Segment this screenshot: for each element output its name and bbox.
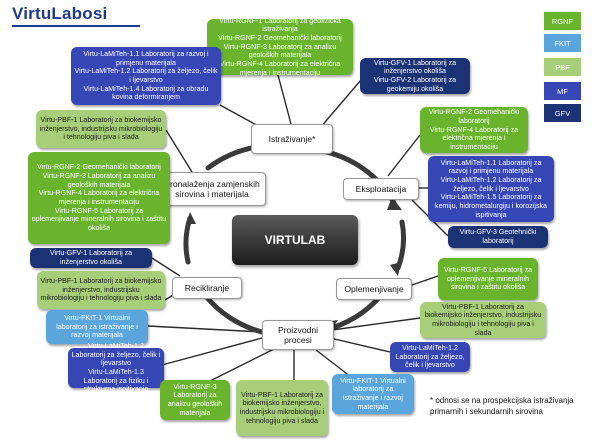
node-pronalazenje: Pronalaženja zamjenskih sirovina i mater… <box>158 172 266 206</box>
link-lab12 <box>147 325 263 333</box>
link-lab15 <box>329 337 391 353</box>
lab-box-4: Virtu-PBF-1 Laboratorij za biokemijsko i… <box>36 110 166 148</box>
link-lab4 <box>165 129 193 173</box>
link-lab14 <box>161 337 263 366</box>
lab-box-9: Virtu-GFV-1 Laboratorij za inženjerstvo … <box>30 248 152 268</box>
link-lab3 <box>319 79 362 129</box>
lab-box-14: Virtu-LaMiTeh-1.2 Laboratorij za željezo… <box>68 342 164 393</box>
lab-box-2: Virtu-LaMiTeh-1.1 Laboratorij za razvoj … <box>71 47 221 105</box>
legend-mf: MF <box>544 82 581 100</box>
node-recikliranje: Recikliranje <box>172 277 242 299</box>
center-virtulab: VIRTULAB <box>232 215 358 265</box>
lab-box-11: Virtu-RGNF-5 Laboratorij za oplemenjivan… <box>438 258 538 300</box>
legend-rgnf: RGNF <box>544 12 581 30</box>
node-istrazivanje: Istraživanje* <box>251 124 333 154</box>
lab-box-15: Virtu-LaMiTeh-1.2 Laboratorij za željezo… <box>390 342 470 372</box>
link-lab9 <box>151 257 181 277</box>
lab-box-10: Virtu-PBF-1 Laboratorij za biokemijsko i… <box>37 271 165 309</box>
link-lab13 <box>331 317 421 331</box>
link-lab16 <box>207 347 277 383</box>
lab-box-1: Virtu-RGNF-1 Laboratorij za geofizička i… <box>207 17 353 77</box>
title-underline <box>12 25 140 27</box>
node-oplemenjivanje: Oplemenjivanje <box>336 278 412 300</box>
page-title: VirtuLabosi <box>12 4 108 23</box>
lab-box-18: Virtu-FKIT-1 Virtualni laboratorij za is… <box>332 374 414 414</box>
footnote: * odnosi se na prospekcijska istraživanj… <box>430 396 574 416</box>
legend-gfv: GFV <box>544 104 581 122</box>
node-proizvodni-procesi: Proizvodni procesi <box>262 320 334 350</box>
lab-box-12: Virtu-FKIT-1 Virtualni laboratorij za is… <box>46 310 148 344</box>
lab-box-17: Virtu-PBF-1 Laboratorij za biokemijsko i… <box>236 380 328 436</box>
lab-box-7: Virtu-LaMiTeh-1.1 Laboratorij za razvoj … <box>428 156 554 222</box>
link-lab11 <box>411 275 439 286</box>
legend-fkit: FKIT <box>544 34 581 52</box>
legend-pbf: PBF <box>544 58 581 76</box>
node-eksploatacija: Eksploatacija <box>343 178 419 200</box>
lab-box-8: Virtu-GFV-3 Geotehnički laboratorij <box>448 226 548 248</box>
lab-box-13: Virtu-PBF-1 Laboratorij za biokemijsko i… <box>420 302 546 338</box>
link-lab1 <box>277 74 292 125</box>
link-lab6 <box>387 134 421 177</box>
lab-box-3: Virtu-GFV-1 Laboratorij za inženjerstvo … <box>360 58 470 94</box>
lab-box-16: Virtu-RGNF-3 Laboratorij za analizu geol… <box>160 380 230 420</box>
